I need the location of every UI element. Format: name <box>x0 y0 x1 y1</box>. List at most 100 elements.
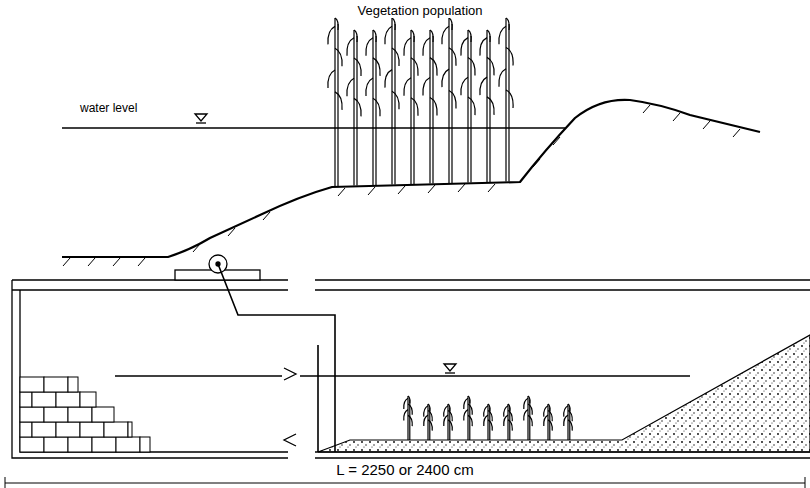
plant-stem <box>451 24 452 183</box>
plant-stem <box>447 404 448 440</box>
plant-stem <box>489 36 490 182</box>
plant-leaf <box>461 38 468 56</box>
plant-leaf <box>424 415 428 426</box>
plant-stem <box>372 30 373 185</box>
brick <box>80 392 96 407</box>
hatch-stroke <box>228 228 235 236</box>
plant-leaf <box>442 26 449 44</box>
water-level-label: water level <box>78 102 139 115</box>
plant-leaf <box>449 48 456 66</box>
plant-stem <box>487 404 488 440</box>
brick <box>92 437 116 452</box>
plant-leaf <box>524 398 528 409</box>
plant-stem <box>353 30 354 185</box>
brick <box>116 437 140 452</box>
plant-leaf <box>411 58 418 76</box>
hatch-stroke <box>113 258 120 266</box>
plant-leaf <box>528 396 530 403</box>
plant-stem <box>334 18 335 186</box>
water-line <box>300 375 690 376</box>
plant-leaf <box>468 97 475 115</box>
brick <box>20 392 32 407</box>
plant-stem <box>391 18 392 184</box>
plant-leaf <box>442 69 449 87</box>
plant-stem <box>508 24 509 181</box>
flume-wall <box>12 280 810 458</box>
brick <box>32 422 56 437</box>
brick <box>68 407 92 422</box>
plant-leaf <box>506 18 509 30</box>
plant-leaf <box>506 47 513 65</box>
plant-stem <box>394 24 395 184</box>
plant-leaf <box>528 415 532 426</box>
plant-leaf <box>354 98 361 116</box>
plant-leaf <box>504 415 508 426</box>
hatch-stroke <box>263 212 270 220</box>
brick <box>44 407 68 422</box>
plant-leaf <box>408 404 412 415</box>
plant-leaf <box>430 58 437 76</box>
plant-leaf <box>408 396 410 403</box>
plant-leaf <box>373 30 376 42</box>
plant-stem <box>427 404 428 440</box>
dimension-line <box>5 477 805 488</box>
plant-leaf <box>499 26 506 44</box>
plant-leaf <box>499 69 506 87</box>
brick <box>68 437 92 452</box>
plant-leaf <box>508 404 510 411</box>
brick <box>104 422 128 437</box>
plant-stem <box>505 18 506 181</box>
plant-leaf <box>468 30 471 42</box>
plant-leaf <box>568 420 572 431</box>
plant-leaf <box>335 48 342 66</box>
plant-stem <box>470 36 471 182</box>
plant-leaf <box>354 58 361 76</box>
plant-leaf <box>408 415 412 426</box>
plant-leaf <box>449 18 452 30</box>
hatch-stroke <box>533 159 540 167</box>
plant-leaf <box>480 77 487 95</box>
plant-stem <box>413 36 414 184</box>
hatch-stroke <box>643 105 650 113</box>
plant-stem <box>567 404 568 440</box>
plant-leaf <box>411 98 418 116</box>
plant-stem <box>527 396 528 440</box>
plant-stem <box>467 30 468 182</box>
plant-leaf <box>404 410 408 421</box>
plant-leaf <box>524 410 528 421</box>
plant-leaf <box>347 78 354 96</box>
plant-stem <box>486 30 487 182</box>
plant-leaf <box>423 38 430 56</box>
flume-wall <box>12 280 810 290</box>
plant-leaf <box>328 26 335 44</box>
water-symbol <box>195 114 207 121</box>
plant-leaf <box>448 404 450 411</box>
brick <box>20 377 44 392</box>
hatch-stroke <box>673 113 680 121</box>
plant-stem <box>432 36 433 183</box>
plant-stem <box>507 404 508 440</box>
wave-paddle <box>218 264 335 452</box>
plant-leaf <box>430 30 433 42</box>
plant-leaf <box>548 404 550 411</box>
brick <box>44 437 68 452</box>
plant-leaf <box>464 398 468 409</box>
plant-leaf <box>423 78 430 96</box>
plant-leaf <box>488 404 490 411</box>
plant-leaf <box>449 91 456 109</box>
dimension-label: L = 2250 or 2400 cm <box>334 462 475 479</box>
hatch-stroke <box>733 129 740 137</box>
hatch-stroke <box>703 121 710 129</box>
hatch-stroke <box>368 187 375 195</box>
plant-leaf <box>373 58 380 76</box>
plant-leaf <box>354 30 357 42</box>
hatch-stroke <box>338 188 345 196</box>
plant-leaf <box>544 415 548 426</box>
plant-leaf <box>366 78 373 96</box>
hatch-stroke <box>398 186 405 194</box>
brick <box>44 377 68 392</box>
plant-leaf <box>404 78 411 96</box>
brick <box>92 407 114 422</box>
sediment-bed <box>318 335 810 452</box>
